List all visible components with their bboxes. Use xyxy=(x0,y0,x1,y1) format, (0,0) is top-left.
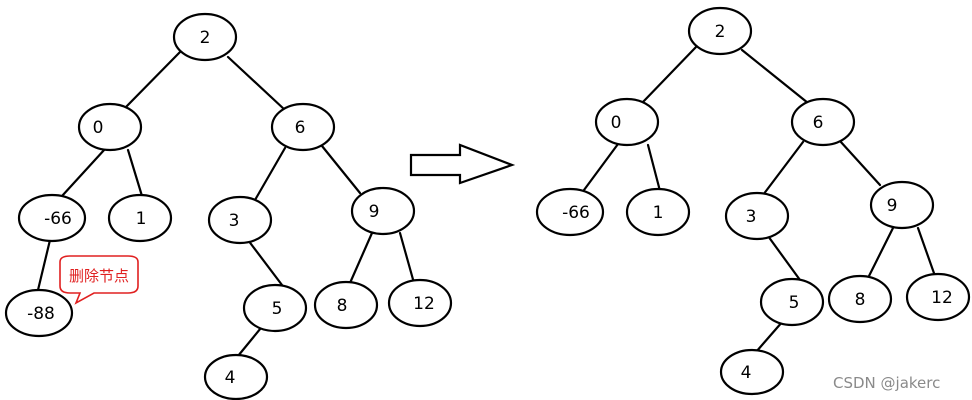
node-4-label: 4 xyxy=(741,363,752,383)
edge-3-5 xyxy=(766,234,802,282)
node-0: 0 xyxy=(594,97,660,147)
node-9-label: 9 xyxy=(369,202,380,222)
delete-node-label: 删除节点 xyxy=(69,267,129,285)
node-9: 9 xyxy=(869,180,935,230)
node-9-label: 9 xyxy=(887,196,898,216)
node-5-label: 5 xyxy=(272,299,283,319)
edge-3-5 xyxy=(246,238,284,287)
edge-6-9 xyxy=(320,144,362,195)
node-6-label: 6 xyxy=(813,113,824,133)
node-m66: -66 xyxy=(17,193,87,243)
node-1-label: 1 xyxy=(653,203,664,223)
node-2: 2 xyxy=(687,6,753,56)
after-tree: 2 0 6 -66 1 3 9 5 xyxy=(535,6,971,396)
node-1-label: 1 xyxy=(136,209,147,229)
edge-9-8 xyxy=(866,226,895,280)
node-3: 3 xyxy=(207,195,273,245)
node-8: 8 xyxy=(313,280,379,330)
node-12-label: 12 xyxy=(413,294,435,314)
node-0-label: 0 xyxy=(611,113,622,133)
edge-0-1 xyxy=(126,148,144,198)
node-12: 12 xyxy=(905,272,971,322)
node-4-label: 4 xyxy=(225,368,236,388)
node-1: 1 xyxy=(625,187,691,237)
node-5: 5 xyxy=(242,283,308,333)
before-tree: 2 0 6 -66 1 3 9 -88 xyxy=(4,12,453,400)
node-3-label: 3 xyxy=(229,211,240,231)
node-3-label: 3 xyxy=(746,207,757,227)
node-m66-label: -66 xyxy=(44,209,72,229)
node-3: 3 xyxy=(724,191,790,241)
node-5: 5 xyxy=(759,277,825,327)
node-9: 9 xyxy=(350,186,416,236)
node-m88: -88 xyxy=(4,288,74,338)
node-8-label: 8 xyxy=(855,290,866,310)
node-m88-label: -88 xyxy=(27,304,55,324)
transform-arrow-icon xyxy=(409,143,516,185)
edge-2-6 xyxy=(740,48,810,105)
edge-5-4 xyxy=(754,319,785,354)
edge-6-9 xyxy=(838,139,882,187)
node-6: 6 xyxy=(270,102,336,152)
edge-0-1 xyxy=(646,143,662,193)
node-12: 12 xyxy=(387,278,453,328)
node-m66: -66 xyxy=(535,187,605,237)
node-2-label: 2 xyxy=(200,28,211,48)
node-0-label: 0 xyxy=(93,118,104,138)
node-12-label: 12 xyxy=(931,288,953,308)
edge-2-0 xyxy=(640,45,698,105)
node-4: 4 xyxy=(719,348,785,396)
edge-6-3 xyxy=(761,140,805,197)
node-1: 1 xyxy=(107,193,173,243)
node-2: 2 xyxy=(172,12,238,62)
delete-node-callout: 删除节点 xyxy=(59,255,139,305)
edge-0-m66 xyxy=(582,142,620,192)
edge-9-12 xyxy=(398,231,416,285)
watermark-text: CSDN @jakerc xyxy=(833,374,940,392)
node-8: 8 xyxy=(827,274,893,324)
edge-2-0 xyxy=(123,50,182,110)
edge-6-3 xyxy=(253,146,287,202)
node-2-label: 2 xyxy=(715,22,726,42)
node-5-label: 5 xyxy=(789,293,800,313)
node-6-label: 6 xyxy=(295,118,306,138)
node-8-label: 8 xyxy=(337,296,348,316)
callout-bubble-shape xyxy=(59,255,139,305)
node-m66-label: -66 xyxy=(562,203,590,223)
edge-2-6 xyxy=(226,55,287,112)
node-0: 0 xyxy=(77,102,143,152)
edge-9-12 xyxy=(916,226,937,278)
node-6: 6 xyxy=(790,97,856,147)
edge-m66-m88 xyxy=(36,238,52,292)
edge-9-8 xyxy=(348,231,374,285)
node-4: 4 xyxy=(203,353,269,400)
edge-0-m66 xyxy=(60,147,107,198)
